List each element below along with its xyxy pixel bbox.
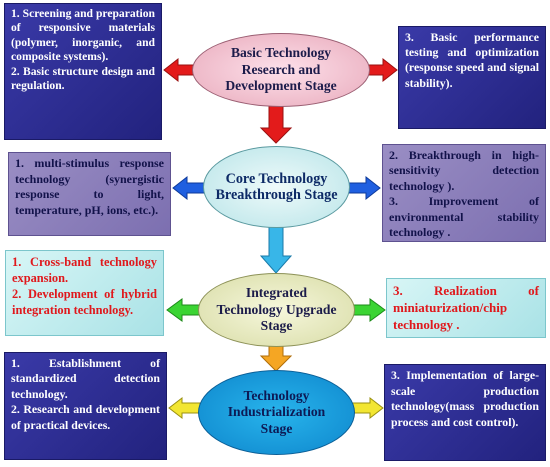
- right-box-basic: 3. Basic performance testing and optimiz…: [398, 26, 546, 129]
- stage-industrialization: Technology Industrialization Stage: [198, 370, 355, 455]
- box-line: 2. Development of hybrid integration tec…: [12, 287, 157, 317]
- down-arrow-1: [259, 103, 293, 144]
- box-line: 2. Basic structure design and regulation…: [11, 64, 155, 93]
- stage-label: Core Technology Breakthrough Stage: [215, 170, 338, 204]
- left-arrow-3: [166, 298, 201, 322]
- right-box-industrialization: 3. Implementation of large-scale product…: [384, 364, 546, 461]
- left-box-basic: 1. Screening and preparation of responsi…: [4, 3, 162, 140]
- stage-basic-research: Basic Technology Research and Developmen…: [192, 33, 370, 107]
- box-line: 3. Realization of miniaturization/chip t…: [393, 283, 539, 332]
- box-line: 1. Screening and preparation of responsi…: [11, 7, 155, 64]
- left-box-integrated: 1. Cross-band technology expansion. 2. D…: [5, 250, 164, 336]
- box-line: 1. multi-stimulus response technology (s…: [15, 156, 164, 217]
- box-line: 2. Breakthrough in high-sensitivity dete…: [389, 148, 539, 193]
- box-line: 3. Basic performance testing and optimiz…: [405, 30, 539, 90]
- right-arrow-4: [351, 396, 384, 420]
- down-arrow-2: [259, 225, 293, 274]
- left-arrow-2: [172, 175, 205, 201]
- left-box-industrialization: 1. Establishment of standardized detecti…: [4, 352, 167, 460]
- right-arrow-3: [351, 298, 386, 322]
- box-line: 2. Research and development of practical…: [11, 402, 160, 432]
- box-line: 3. Implementation of large-scale product…: [391, 368, 539, 429]
- stage-label: Integrated Technology Upgrade Stage: [216, 285, 337, 334]
- stage-core-breakthrough: Core Technology Breakthrough Stage: [203, 146, 350, 228]
- right-arrow-1: [367, 57, 398, 83]
- right-arrow-2: [348, 175, 381, 201]
- right-box-core: 2. Breakthrough in high-sensitivity dete…: [382, 144, 546, 242]
- box-line: 1. Establishment of standardized detecti…: [11, 356, 160, 401]
- stage-integrated-upgrade: Integrated Technology Upgrade Stage: [198, 273, 355, 347]
- box-line: 1. Cross-band technology expansion.: [12, 255, 157, 285]
- stage-label: Basic Technology Research and Developmen…: [225, 45, 337, 94]
- left-box-core: 1. multi-stimulus response technology (s…: [8, 152, 171, 236]
- right-box-integrated: 3. Realization of miniaturization/chip t…: [386, 278, 546, 338]
- stage-label: Technology Industrialization Stage: [227, 387, 326, 436]
- box-line: 3. Improvement of environmental stabilit…: [389, 194, 539, 240]
- left-arrow-4: [168, 396, 201, 420]
- left-arrow-1: [163, 57, 194, 83]
- down-arrow-3: [259, 343, 293, 372]
